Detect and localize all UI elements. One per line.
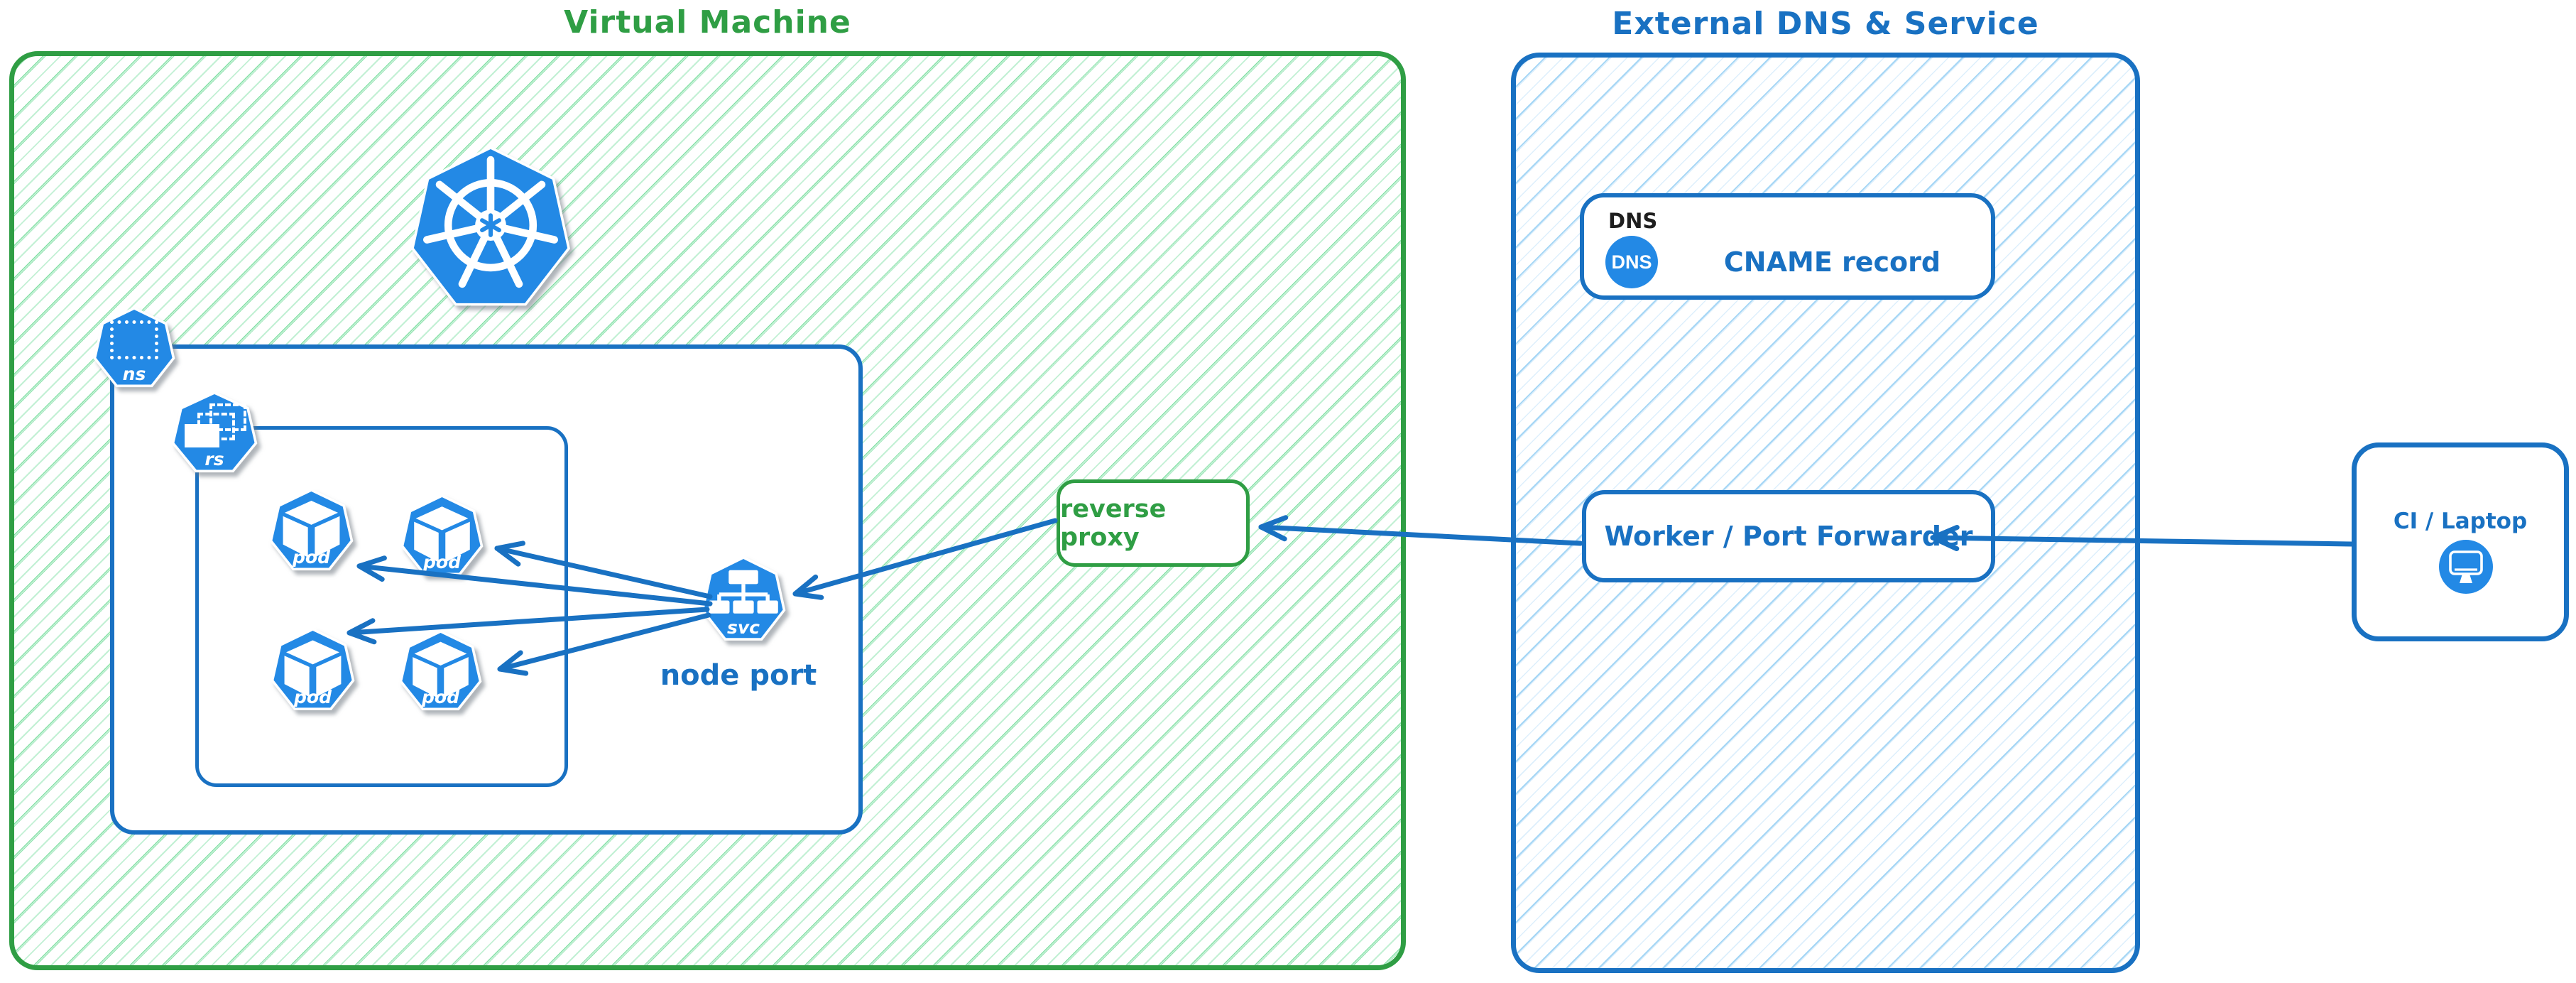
ci-laptop-label: CI / Laptop (2393, 509, 2528, 534)
pod-icon-label: pod (423, 552, 461, 573)
replicaset-solid-rect-glyph (184, 423, 220, 448)
pod-icon: pod (268, 489, 354, 575)
namespace-icon-label: ns (122, 364, 146, 385)
pod-icon-label: pod (294, 687, 332, 708)
kubernetes-logo-icon (409, 146, 572, 314)
replicaset-icon-label: rs (204, 449, 224, 470)
reverse-proxy-label: reverse proxy (1060, 494, 1167, 552)
dns-icon-text: DNS (1611, 251, 1652, 273)
pod-cube-glyph (413, 641, 469, 698)
pod-icon-label: pod (422, 687, 459, 708)
service-icon: svc (700, 556, 787, 645)
replicaset-boundary-box (195, 426, 568, 787)
external-group-title: External DNS & Service (1612, 6, 2039, 42)
pod-cube-glyph (414, 506, 470, 563)
node-port-caption: node port (660, 659, 817, 692)
pod-icon-label: pod (293, 547, 330, 568)
cname-record-label: CNAME record (1723, 246, 1941, 278)
monitor-icon (2439, 540, 2493, 594)
replicaset-dashed-rect-glyph (209, 403, 247, 431)
service-icon-label: svc (727, 617, 760, 638)
pod-icon: pod (270, 628, 356, 715)
worker-port-forwarder-box: Worker / Port Forwarder (1582, 490, 1995, 582)
pod-icon: pod (398, 630, 483, 715)
pod-cube-glyph (283, 500, 340, 558)
dns-card-tag: DNS (1608, 209, 1658, 233)
namespace-dotted-square-glyph (109, 320, 158, 360)
vm-group-title: Virtual Machine (564, 4, 851, 40)
pod-cube-glyph (284, 640, 342, 697)
replicaset-icon: rs (170, 391, 258, 477)
monitor-glyph (2449, 550, 2483, 583)
pod-icon: pod (400, 494, 484, 580)
ci-laptop-box: CI / Laptop (2352, 442, 2569, 641)
service-tree-glyph (709, 570, 778, 614)
dns-icon: DNS (1605, 236, 1658, 288)
reverse-proxy-box: reverse proxy (1057, 479, 1250, 567)
worker-port-forwarder-label: Worker / Port Forwarder (1604, 521, 1973, 552)
namespace-icon: ns (92, 307, 176, 391)
kubernetes-wheel-glyph (423, 156, 558, 288)
dns-card: DNS DNS CNAME record (1580, 193, 1995, 300)
